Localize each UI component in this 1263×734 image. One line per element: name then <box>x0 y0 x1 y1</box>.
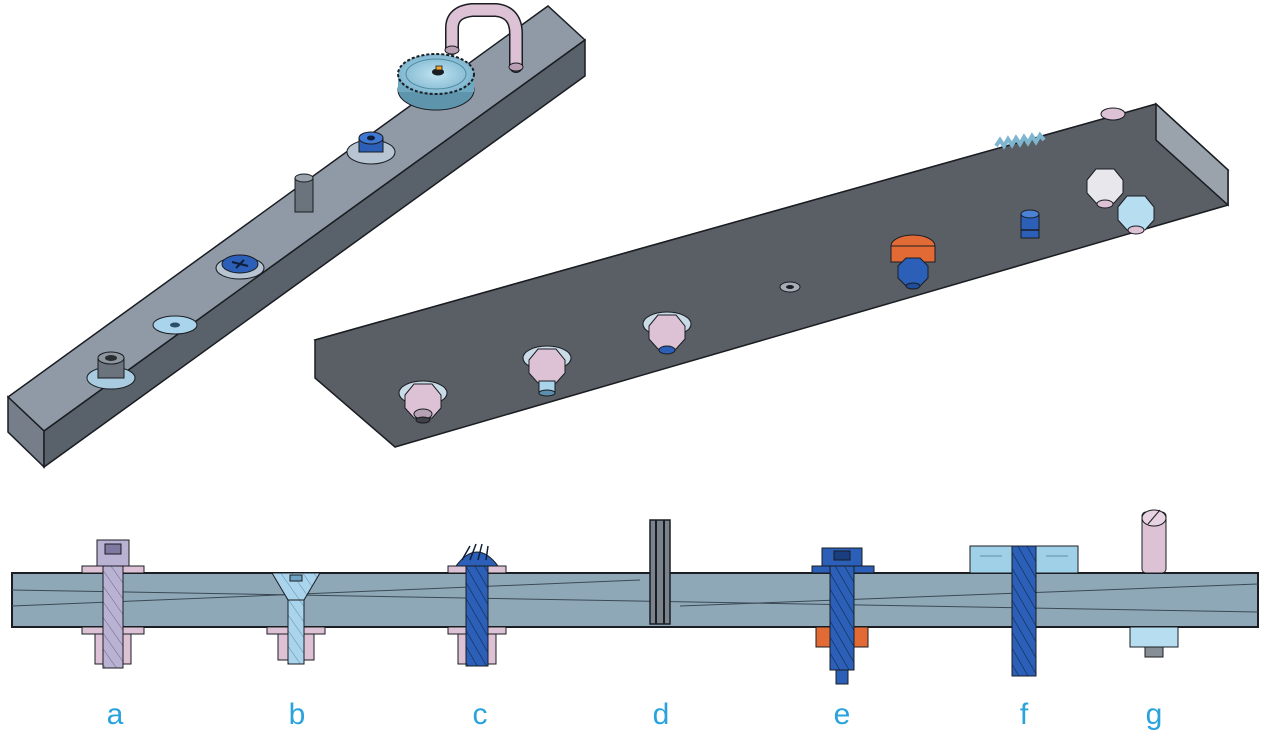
insert-nut-icon <box>890 234 936 290</box>
hook-icon <box>444 3 524 73</box>
flange-nut-icon <box>346 131 396 165</box>
countersunk-screw-icon <box>152 315 198 335</box>
hook-nut-icon <box>1086 168 1124 209</box>
label-c: c <box>473 698 488 731</box>
label-a: a <box>107 698 124 731</box>
label-f: f <box>1020 698 1029 731</box>
pin-end-icon <box>1020 209 1040 239</box>
gear-edge-icon <box>994 131 1046 150</box>
fastener-a-section <box>81 539 145 669</box>
plate-top-view <box>6 3 587 469</box>
fastener-c-section <box>447 543 507 667</box>
cross-section: a b c d e f g <box>11 509 1259 731</box>
hex-nut-icon <box>522 345 572 397</box>
hook-edge-icon <box>1100 107 1126 121</box>
plate-right-side <box>43 38 586 469</box>
plate-bottom-view <box>313 102 1230 448</box>
pin-hole-icon <box>779 281 801 293</box>
fastener-g-section <box>1129 509 1179 658</box>
fastener-d-section <box>649 519 671 625</box>
label-e: e <box>834 698 851 731</box>
label-g: g <box>1146 698 1163 731</box>
label-b: b <box>289 698 306 731</box>
section-labels: a b c d e f g <box>107 698 1163 731</box>
label-d: d <box>653 698 670 731</box>
plate-end-face <box>1155 102 1229 207</box>
gear-icon <box>397 53 475 111</box>
dowel-pin-icon <box>294 173 314 213</box>
hex-nut-icon <box>398 380 448 424</box>
section-bar <box>11 572 1259 628</box>
phillips-screw-icon <box>215 254 265 280</box>
socket-cap-screw-icon <box>86 351 136 390</box>
fastener-f-section <box>969 545 1079 677</box>
fastener-e-section <box>811 547 875 685</box>
fastener-b-section <box>266 572 326 665</box>
hook-nut-icon <box>1117 195 1155 235</box>
hex-nut-icon <box>642 311 692 355</box>
